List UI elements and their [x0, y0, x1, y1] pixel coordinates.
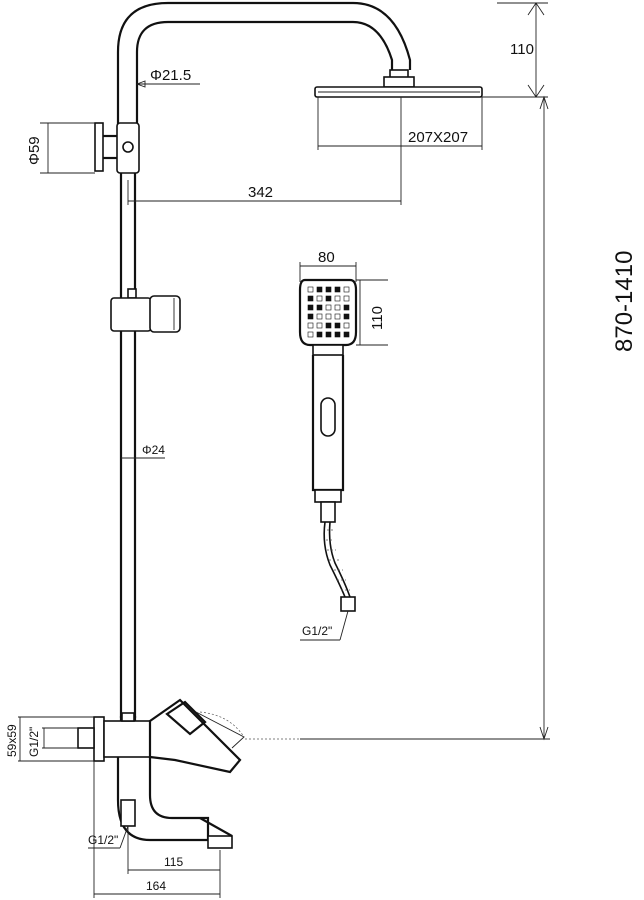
spray-nozzle: [325, 295, 332, 302]
spray-nozzle: [343, 322, 350, 329]
spray-nozzle: [316, 304, 323, 311]
hand-shower: [298, 278, 358, 612]
spray-nozzle: [334, 295, 341, 302]
flange-diameter-label: Φ59: [26, 136, 43, 165]
spout-reach-label: 115: [164, 855, 183, 869]
upper-wall-bracket: [94, 122, 140, 174]
total-height-label: 870-1410: [611, 251, 638, 352]
spray-nozzle: [343, 304, 350, 311]
spray-nozzle: [316, 313, 323, 320]
riser-and-arm: [116, 1, 412, 718]
spray-nozzle: [325, 286, 332, 293]
head-size-label: 207X207: [408, 129, 468, 146]
spray-nozzle: [334, 304, 341, 311]
mixer-inlet-thread-label: G1/2": [27, 727, 41, 757]
spray-nozzle: [325, 331, 332, 338]
spout-thread-label: G1/2": [88, 833, 118, 847]
head-drop-label: 110: [510, 41, 534, 58]
spray-nozzle: [343, 286, 350, 293]
hand-shower-width-label: 80: [318, 249, 335, 266]
spray-nozzle: [316, 322, 323, 329]
spray-nozzle: [316, 295, 323, 302]
spray-nozzle: [307, 313, 314, 320]
spray-nozzle: [343, 331, 350, 338]
spray-nozzle: [307, 286, 314, 293]
dimension-lines: [18, 2, 550, 898]
spray-nozzle: [334, 331, 341, 338]
spray-nozzle: [316, 286, 323, 293]
spray-nozzle: [316, 331, 323, 338]
spray-nozzle: [325, 304, 332, 311]
hand-shower-height-label: 110: [369, 306, 386, 330]
spray-nozzle: [307, 304, 314, 311]
arm-diameter-label: Φ21.5: [150, 67, 191, 84]
arm-reach-label: 342: [248, 184, 273, 201]
spray-nozzle: [334, 322, 341, 329]
spray-nozzle: [307, 331, 314, 338]
spray-nozzle: [325, 322, 332, 329]
spray-nozzle: [334, 313, 341, 320]
sliding-holder: [110, 288, 181, 333]
dimension-labels: 110 Φ21.5 Φ59 207X207 342 870-1410 Φ24 8…: [5, 41, 638, 893]
spray-nozzle: [325, 313, 332, 320]
mixer-valve: [77, 698, 300, 849]
overall-depth-label: 164: [146, 879, 166, 893]
overhead-shower-head: [314, 69, 483, 98]
spray-nozzle: [307, 295, 314, 302]
spray-nozzle: [334, 286, 341, 293]
spray-nozzle: [343, 295, 350, 302]
mixer-flange-label: 59x59: [5, 724, 19, 757]
hose-thread-label: G1/2": [302, 624, 332, 638]
spray-nozzle: [307, 322, 314, 329]
spray-nozzle: [343, 313, 350, 320]
riser-diameter-label: Φ24: [142, 443, 165, 457]
